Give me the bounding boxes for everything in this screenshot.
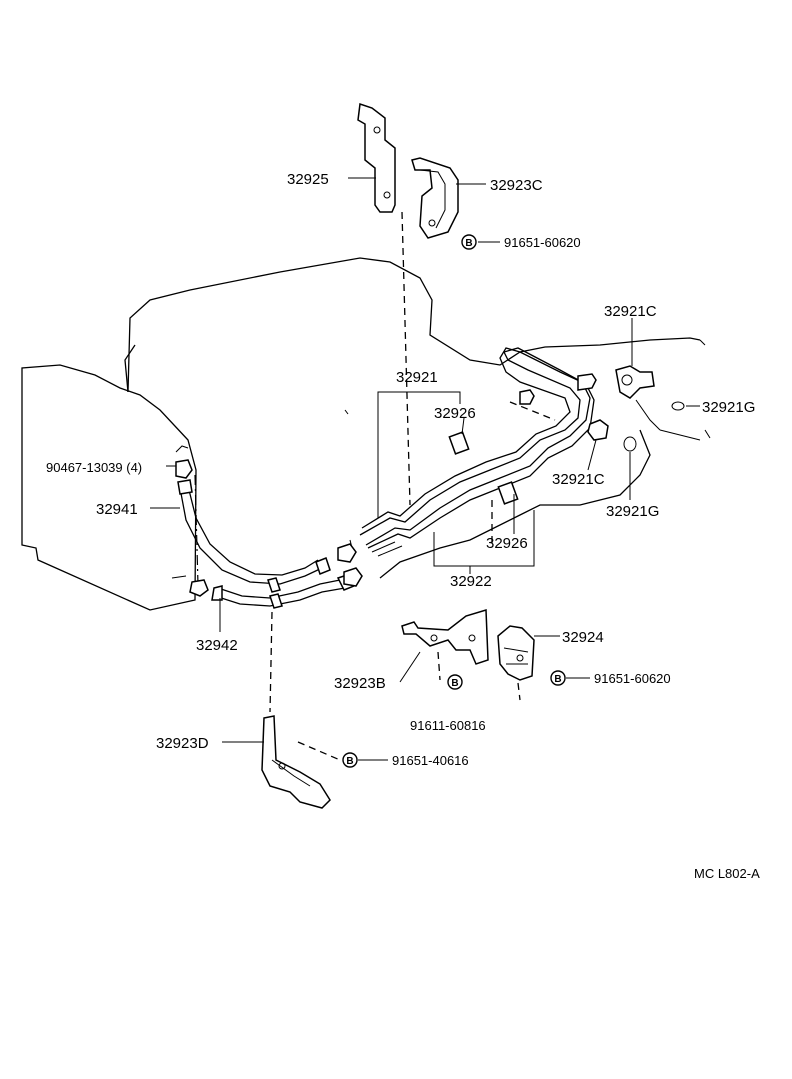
alignment-lines — [194, 211, 556, 761]
callout-91651-40616: 91651-40616 — [392, 753, 469, 768]
callout-32922: 32922 — [450, 573, 492, 590]
callout-32921g-right: 32921G — [702, 399, 755, 416]
svg-text:B: B — [451, 678, 458, 689]
bracket-32923d — [261, 715, 331, 809]
callout-91651-60620-lower: 91651-60620 — [594, 671, 671, 686]
callout-32925: 32925 — [287, 171, 329, 188]
bolt-symbol-3: B — [550, 670, 566, 686]
callout-91611-60816: 91611-60816 — [410, 718, 486, 733]
leader-lines — [150, 177, 700, 761]
callout-32921g-lower: 32921G — [606, 503, 659, 520]
bolt-symbol-4: B — [342, 752, 358, 768]
svg-text:B: B — [554, 674, 561, 685]
callout-32942: 32942 — [196, 637, 238, 654]
callout-32921: 32921 — [396, 369, 438, 386]
callout-32923b: 32923B — [334, 675, 386, 692]
callout-32923d: 32923D — [156, 735, 209, 752]
svg-text:B: B — [465, 238, 472, 249]
callout-32926-lower: 32926 — [486, 535, 528, 552]
svg-text:B: B — [346, 756, 353, 767]
callout-32921c-lower: 32921C — [552, 471, 605, 488]
fittings — [448, 365, 685, 505]
hoses — [177, 479, 355, 609]
callout-32921c-top: 32921C — [604, 303, 657, 320]
clamp-32924 — [497, 625, 535, 681]
callout-91651-60620-top: 91651-60620 — [504, 235, 581, 250]
catalog-code: MC L802-A — [694, 866, 760, 881]
callout-90467-13039: 90467-13039 (4) — [46, 460, 142, 475]
pipe-assembly — [359, 347, 595, 557]
bracket-32925 — [357, 102, 396, 213]
callout-32941: 32941 — [96, 501, 138, 518]
engine-outline — [21, 257, 711, 611]
bracket-32923c — [411, 157, 459, 239]
hose-clamps — [171, 445, 363, 597]
callout-32924: 32924 — [562, 629, 604, 646]
bolt-symbol-2: B — [447, 674, 463, 690]
bolt-symbol-1: B — [461, 234, 477, 250]
callout-32923c: 32923C — [490, 177, 543, 194]
callout-32926-upper: 32926 — [434, 405, 476, 422]
callout-labels: 32925 32923C 91651-60620 32921C 32921G 3… — [46, 171, 760, 881]
bracket-32923b — [401, 609, 489, 665]
